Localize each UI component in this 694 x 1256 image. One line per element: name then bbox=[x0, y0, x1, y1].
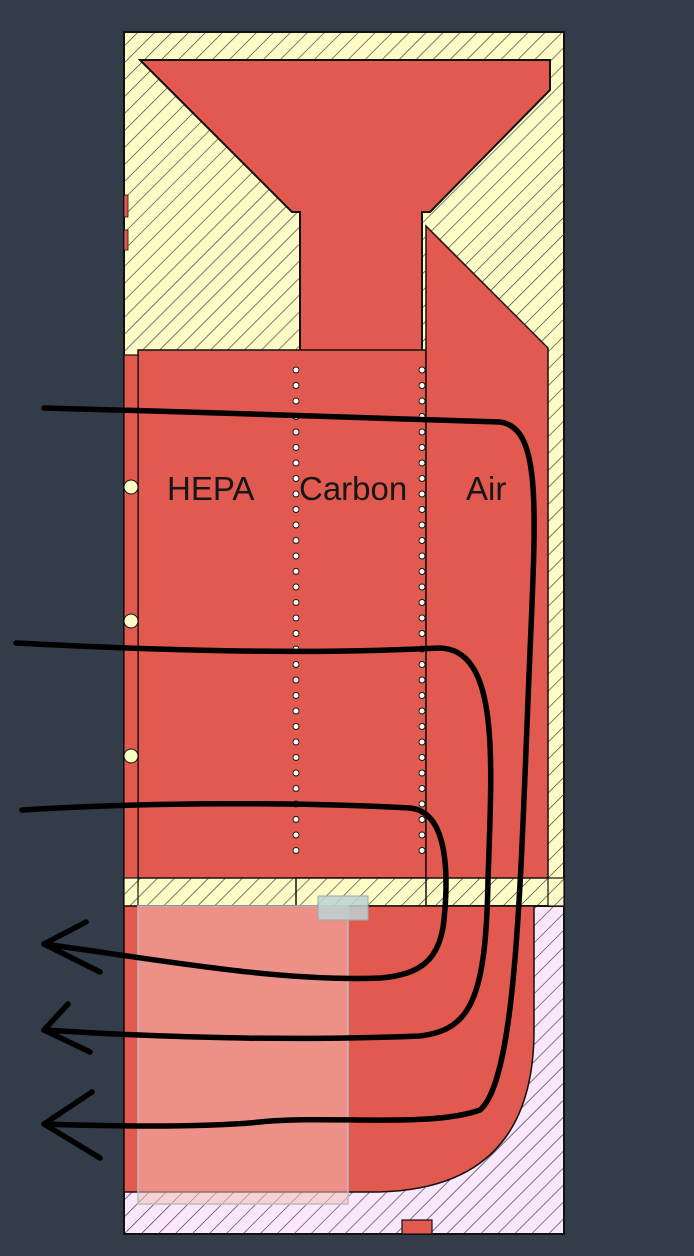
perforation-hole bbox=[292, 444, 300, 451]
perforation-hole bbox=[418, 552, 426, 560]
arrow-left-icon bbox=[41, 1089, 103, 1161]
perforation-hole bbox=[292, 428, 300, 436]
perforation-hole bbox=[418, 382, 426, 389]
flow-line-middle bbox=[13, 640, 494, 1042]
label-hepa: HEPA bbox=[167, 470, 254, 507]
perforation-hole bbox=[292, 692, 300, 699]
perforation-hole bbox=[292, 630, 300, 637]
left-hole bbox=[123, 748, 139, 764]
perforation-hole bbox=[292, 661, 300, 668]
bottom-foot bbox=[401, 1219, 433, 1235]
perforation-hole bbox=[418, 537, 426, 544]
perforation-hole bbox=[292, 490, 300, 498]
perforation-hole bbox=[292, 847, 300, 854]
perforation-hole bbox=[418, 583, 426, 591]
perforation-hole bbox=[292, 707, 300, 715]
carbon-perforation-right bbox=[418, 366, 426, 854]
perforation-hole bbox=[292, 568, 300, 575]
perforation-hole bbox=[418, 692, 426, 699]
perforation-hole bbox=[418, 847, 426, 854]
filter-chamber bbox=[137, 349, 427, 879]
left-hole bbox=[123, 613, 139, 629]
perforation-hole bbox=[292, 583, 300, 591]
perforation-hole bbox=[418, 428, 426, 436]
perforation-hole bbox=[292, 769, 300, 777]
perforation-hole bbox=[418, 599, 426, 606]
left-notch bbox=[123, 194, 129, 218]
perforation-hole bbox=[418, 723, 426, 730]
perforation-hole bbox=[418, 459, 426, 467]
perforation-hole bbox=[418, 785, 426, 792]
perforation-hole bbox=[292, 738, 300, 746]
perforation-hole bbox=[292, 614, 300, 622]
perforation-hole bbox=[292, 816, 300, 823]
perforation-hole bbox=[292, 599, 300, 606]
perforation-hole bbox=[292, 475, 300, 482]
perforation-hole bbox=[418, 444, 426, 451]
perforation-hole bbox=[418, 800, 426, 808]
perforation-hole bbox=[418, 506, 426, 513]
perforation-hole bbox=[292, 366, 300, 374]
right-base-strip bbox=[547, 877, 565, 907]
perforation-hole bbox=[418, 630, 426, 637]
perforation-hole bbox=[292, 537, 300, 544]
outlet-overlay bbox=[137, 905, 349, 1205]
left-base-strip bbox=[123, 877, 139, 907]
left-hole bbox=[123, 479, 139, 495]
perforation-hole bbox=[418, 490, 426, 498]
perforation-hole bbox=[292, 723, 300, 730]
perforation-hole bbox=[418, 568, 426, 575]
left-notch bbox=[123, 229, 129, 251]
perforation-hole bbox=[418, 661, 426, 668]
latch-tab bbox=[317, 895, 369, 921]
label-carbon: Carbon bbox=[299, 470, 407, 507]
perforation-hole bbox=[292, 397, 300, 405]
arrow-left-icon bbox=[41, 919, 103, 975]
flow-line-bottom bbox=[19, 800, 449, 982]
perforation-hole bbox=[292, 506, 300, 513]
perforation-hole bbox=[418, 366, 426, 374]
label-air: Air bbox=[466, 470, 506, 507]
perforation-hole bbox=[418, 769, 426, 777]
perforation-hole bbox=[418, 676, 426, 684]
perforation-hole bbox=[418, 707, 426, 715]
perforation-hole bbox=[292, 552, 300, 560]
perforation-hole bbox=[418, 475, 426, 482]
perforation-hole bbox=[418, 738, 426, 746]
perforation-hole bbox=[292, 521, 300, 529]
top-funnel bbox=[137, 59, 551, 353]
carbon-perforation-left bbox=[292, 366, 300, 854]
arrow-left-icon bbox=[41, 1001, 93, 1055]
perforation-hole bbox=[418, 397, 426, 405]
perforation-hole bbox=[292, 785, 300, 792]
perforation-hole bbox=[292, 754, 300, 761]
perforation-hole bbox=[418, 831, 426, 839]
perforation-hole bbox=[292, 459, 300, 467]
perforation-hole bbox=[292, 831, 300, 839]
perforation-hole bbox=[418, 754, 426, 761]
perforation-hole bbox=[292, 676, 300, 684]
perforation-hole bbox=[418, 521, 426, 529]
perforation-hole bbox=[418, 816, 426, 823]
perforation-hole bbox=[418, 614, 426, 622]
perforation-hole bbox=[292, 382, 300, 389]
flow-line-top bbox=[41, 405, 537, 1129]
